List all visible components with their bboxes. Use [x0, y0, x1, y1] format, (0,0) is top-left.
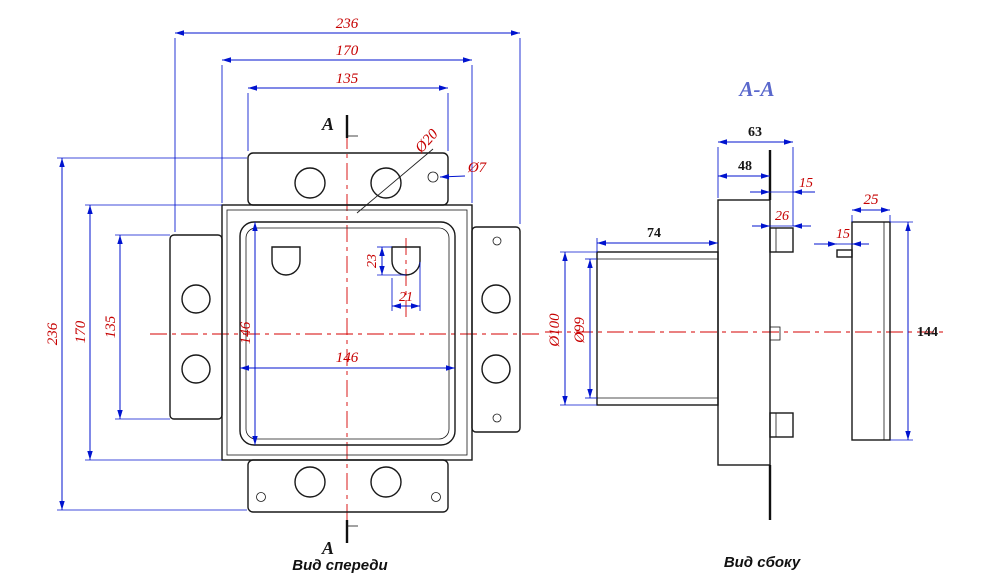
- cavity-tab-left: [271, 246, 301, 276]
- side-outlines: [596, 150, 891, 520]
- dim-slot-height: 23: [365, 254, 380, 268]
- top-tab: [769, 227, 794, 253]
- cooling-plate: [851, 221, 891, 441]
- dim-cavity-height: 146: [238, 321, 254, 344]
- section-label-bottom: A: [321, 538, 334, 558]
- dim-body-length: 74: [647, 226, 661, 241]
- dim-height-body: 170: [73, 320, 89, 343]
- dim-height-overall: 236: [45, 322, 61, 345]
- dim-plate-height: 144: [917, 325, 938, 340]
- dim-plate-step: 15: [836, 227, 850, 242]
- cavity-outline: [239, 221, 456, 446]
- bottom-flange-small-hole-right: [431, 492, 441, 502]
- front-outlines: [169, 152, 521, 513]
- front-view-caption: Вид спереди: [292, 557, 387, 574]
- side-dimensions: 63 48 15 26 25 15: [547, 125, 938, 441]
- right-flange: [471, 226, 521, 433]
- left-flange: [169, 234, 223, 420]
- cooling-plate-step: [836, 249, 853, 258]
- front-section-marks: A A: [321, 114, 358, 558]
- bottom-flange-hole-right: [370, 466, 402, 498]
- top-flange-small-hole: [427, 171, 439, 183]
- bottom-flange-hole-left: [294, 466, 326, 498]
- right-flange-hole-bottom: [481, 354, 511, 384]
- side-view: A-A 63: [545, 77, 945, 571]
- right-flange-hole-top: [481, 284, 511, 314]
- dim-dia-outer: Ø100: [547, 313, 563, 348]
- dim-width-overall: 236: [336, 16, 359, 32]
- cavity-tab-right: [391, 246, 421, 276]
- dim-cavity-width: 146: [336, 350, 359, 366]
- dim-depth-total: 63: [748, 125, 762, 140]
- cavity-inner-line: [245, 227, 450, 440]
- body-inner-line: [226, 209, 468, 456]
- section-title: A-A: [737, 77, 774, 101]
- right-flange-small-hole-top: [492, 236, 502, 246]
- middle-clip: [769, 326, 781, 341]
- dim-tab: 26: [775, 209, 789, 224]
- dim-depth-body: 48: [738, 159, 752, 174]
- section-label-top: A: [321, 114, 334, 134]
- dim-width-flange: 135: [336, 71, 359, 87]
- dim-dia-inner: Ø99: [572, 317, 588, 344]
- dim-height-flange: 135: [103, 315, 119, 338]
- bottom-flange: [247, 459, 449, 513]
- left-flange-hole-bottom: [181, 354, 211, 384]
- dim-plate-width: 25: [864, 192, 880, 208]
- bottom-tab: [769, 412, 794, 438]
- dim-hole-small: Ø7: [467, 160, 488, 176]
- dim-width-body: 170: [336, 43, 359, 59]
- left-flange-hole-top: [181, 284, 211, 314]
- dim-slot-width: 21: [399, 290, 413, 305]
- top-flange-hole-left: [294, 167, 326, 199]
- right-flange-small-hole-bottom: [492, 413, 502, 423]
- dim-stem: 15: [799, 176, 813, 191]
- bottom-flange-small-hole-left: [256, 492, 266, 502]
- top-flange-hole-right: [370, 167, 402, 199]
- side-view-caption: Вид сбоку: [724, 554, 801, 571]
